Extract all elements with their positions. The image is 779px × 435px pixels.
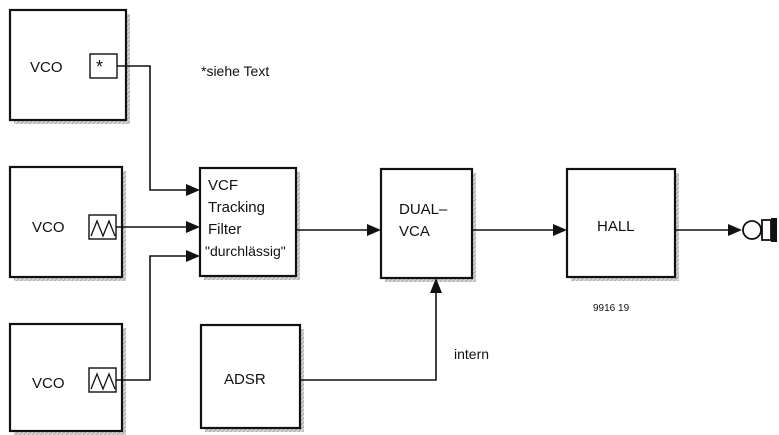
adsr-block: ADSR [199, 323, 304, 432]
footnote-text: *siehe Text [201, 63, 269, 79]
wire-vca-to-hall [472, 224, 567, 236]
triangle-wave-icon [88, 214, 117, 240]
vco-top-label: VCO [30, 59, 63, 76]
intern-label: intern [454, 346, 489, 362]
wire-vco-mid-to-vcf [116, 221, 200, 233]
vcf-line-1: VCF [208, 177, 238, 194]
vco-bottom-label: VCO [32, 375, 65, 392]
wire-adsr-to-vca [300, 278, 442, 381]
hall-label: HALL [597, 218, 635, 235]
dual-vca-block: DUAL– VCA [379, 167, 476, 282]
asterisk-icon-text: * [96, 57, 103, 77]
vcf-line-2: Tracking [208, 199, 265, 216]
wire-vco-bottom-to-vcf [116, 250, 200, 381]
vcf-line-3: Filter [208, 221, 241, 238]
figure-number: 9916 19 [593, 303, 630, 314]
hall-block: HALL [565, 167, 679, 281]
vcf-tracking-filter-block: VCF Tracking Filter "durchlässig" [198, 166, 300, 280]
output-jack-icon [742, 218, 777, 242]
vco-bottom-block: VCO [8, 322, 126, 435]
vco-top-block: VCO * [8, 8, 130, 124]
asterisk-icon: * [89, 53, 118, 79]
wire-vcf-to-vca [296, 224, 381, 236]
vca-line-2: VCA [399, 223, 430, 240]
vco-mid-label: VCO [32, 219, 65, 236]
triangle-wave-icon [88, 367, 117, 393]
vcf-line-4: "durchlässig" [205, 243, 286, 259]
wire-vco-top-to-vcf [117, 65, 200, 196]
adsr-label: ADSR [224, 371, 266, 388]
wire-hall-to-output [675, 224, 742, 236]
vco-mid-block: VCO [8, 165, 126, 281]
vca-line-1: DUAL– [399, 201, 448, 218]
